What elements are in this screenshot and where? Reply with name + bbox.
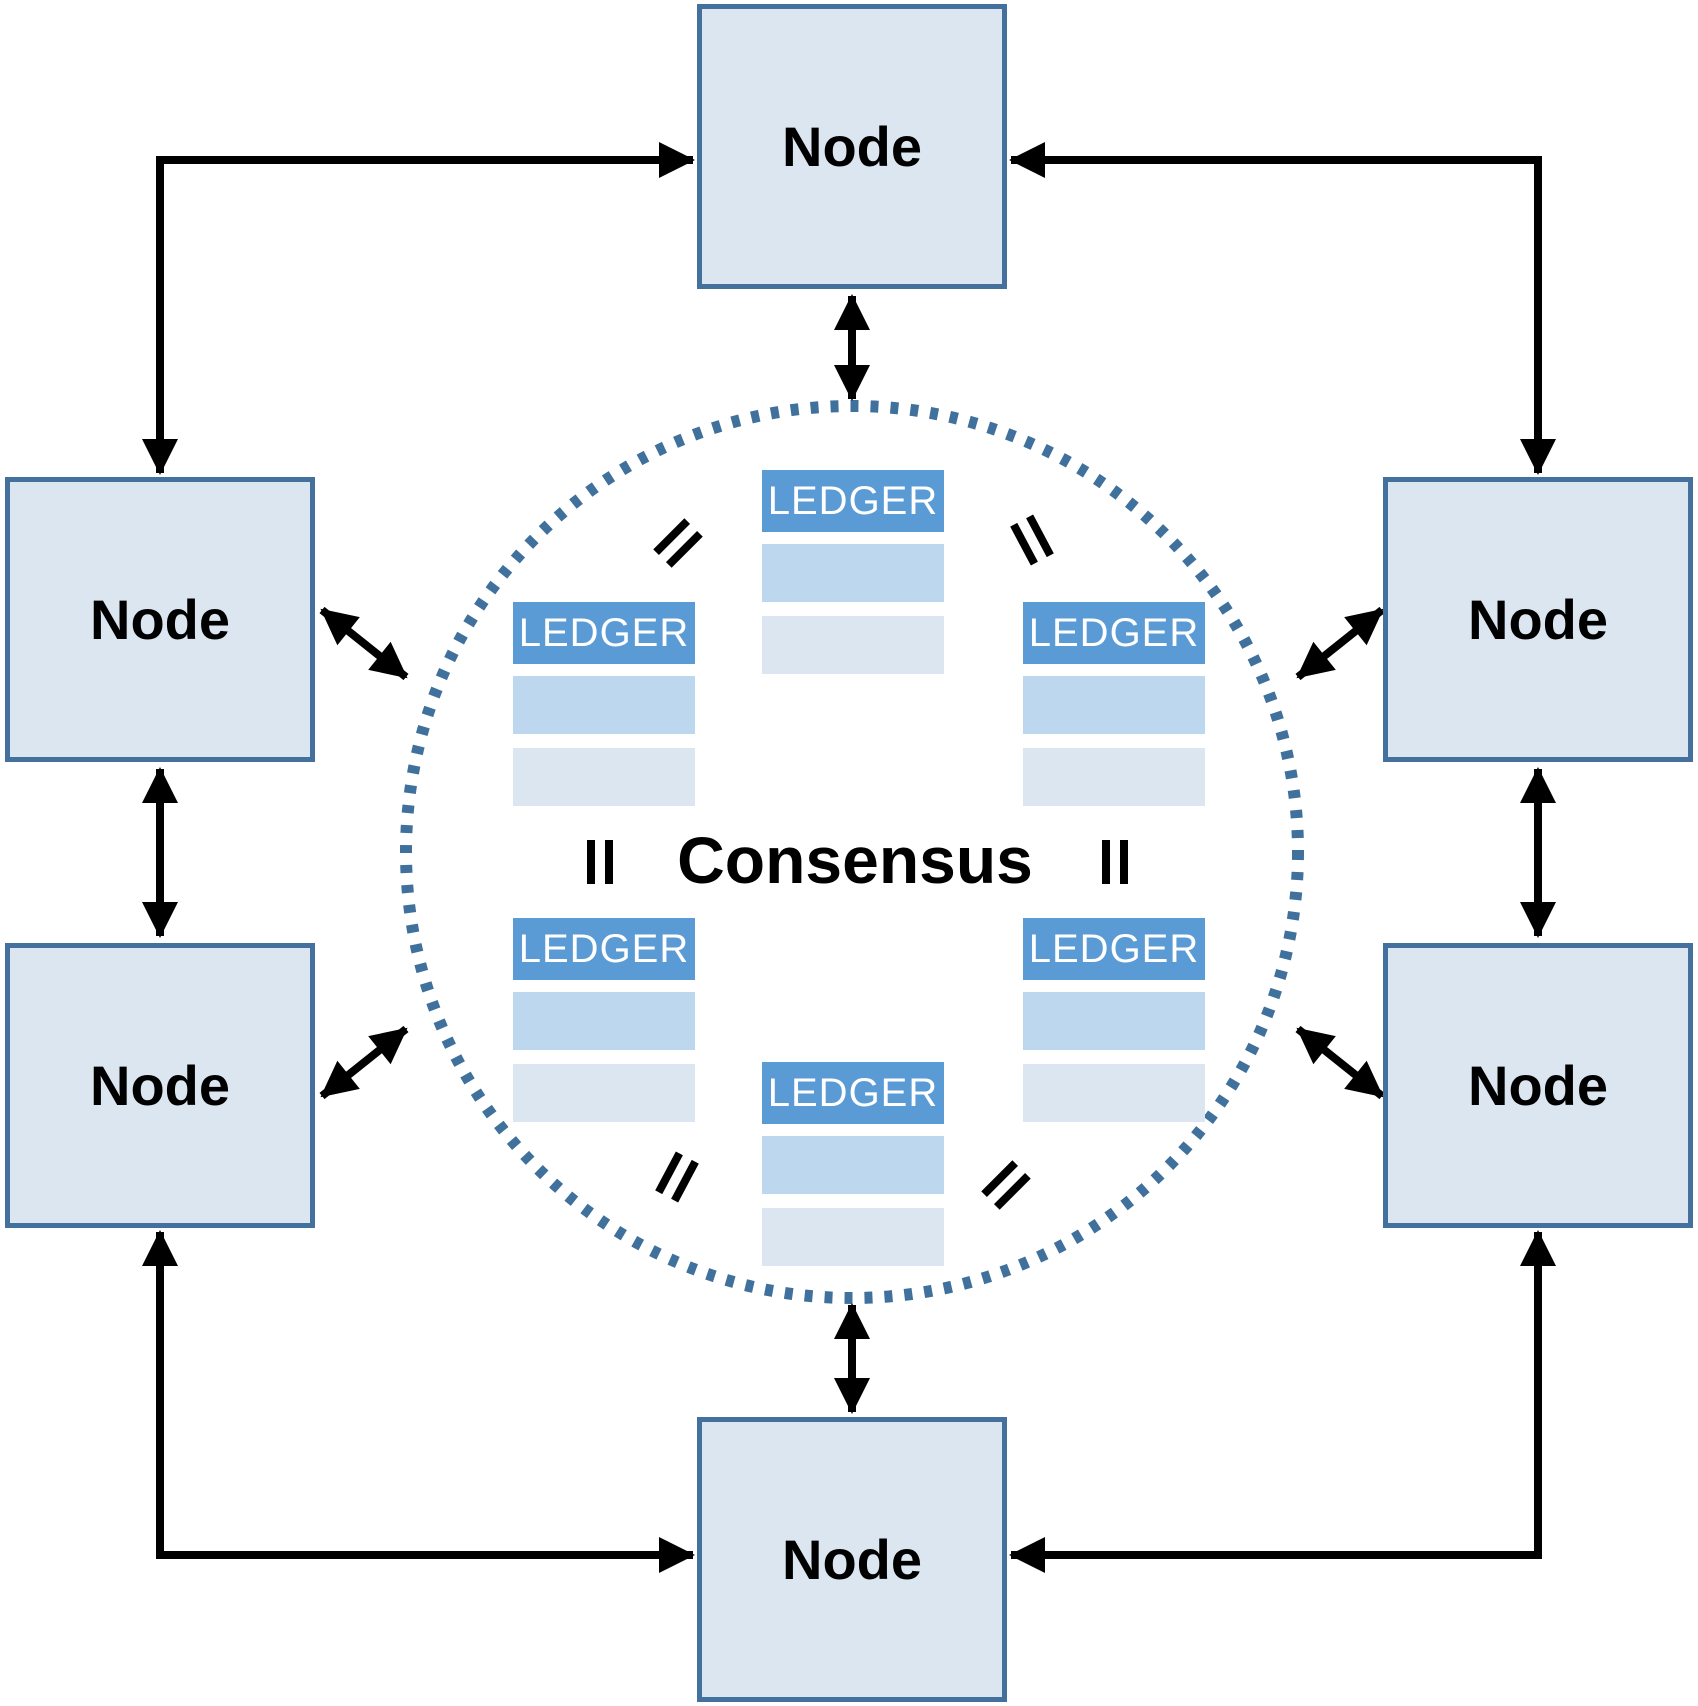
- node-label: Node: [1468, 588, 1608, 651]
- arrow-lower-left-node-circle: [319, 1025, 409, 1100]
- ledger-table-upper-right: LEDGER: [1023, 602, 1205, 806]
- equals-bar: [605, 840, 613, 884]
- arrow-elbow-bottom-right: [1009, 1230, 1556, 1573]
- node-box-top: Node: [697, 4, 1007, 289]
- arrow-elbow-top-left: [142, 142, 695, 475]
- ledger-row: [513, 1064, 695, 1122]
- equals-icon: [1102, 840, 1128, 884]
- ledger-row: [762, 616, 944, 674]
- arrow-elbow-top-right: [1009, 142, 1556, 475]
- consensus-label: Consensus: [677, 823, 1033, 897]
- equals-bar: [1102, 840, 1110, 884]
- ledger-table-lower-right: LEDGER: [1023, 918, 1205, 1122]
- node-box-upper-right: Node: [1383, 477, 1693, 762]
- arrow-elbow-bottom-left: [142, 1230, 695, 1573]
- ledger-row: [513, 676, 695, 734]
- ledger-row: [513, 992, 695, 1050]
- node-box-upper-left: Node: [5, 477, 315, 762]
- node-label: Node: [90, 1054, 230, 1117]
- ledger-table-upper-left: LEDGER: [513, 602, 695, 806]
- node-label: Node: [90, 588, 230, 651]
- ledger-row: [762, 1136, 944, 1194]
- ledger-row: [1023, 676, 1205, 734]
- arrow-upper-left-node-circle: [319, 606, 409, 681]
- ledger-row: [1023, 748, 1205, 806]
- node-box-lower-left: Node: [5, 943, 315, 1228]
- ledger-header: LEDGER: [762, 470, 944, 532]
- ledger-header: LEDGER: [1023, 918, 1205, 980]
- ledger-row: [1023, 992, 1205, 1050]
- ledger-header: LEDGER: [513, 602, 695, 664]
- node-label: Node: [782, 1528, 922, 1591]
- arrow-upper-right-node-circle: [1295, 606, 1385, 681]
- ledger-row: [1023, 1064, 1205, 1122]
- ledger-row: [513, 748, 695, 806]
- ledger-header: LEDGER: [1023, 602, 1205, 664]
- ledger-header: LEDGER: [513, 918, 695, 980]
- equals-icon: [587, 840, 613, 884]
- ledger-table-top-center: LEDGER: [762, 470, 944, 674]
- ledger-table-bottom-center: LEDGER: [762, 1062, 944, 1266]
- consensus-circle: [400, 400, 1304, 1304]
- node-box-bottom: Node: [697, 1417, 1007, 1702]
- node-box-lower-right: Node: [1383, 943, 1693, 1228]
- node-label: Node: [1468, 1054, 1608, 1117]
- ledger-header: LEDGER: [762, 1062, 944, 1124]
- ledger-row: [762, 544, 944, 602]
- ledger-row: [762, 1208, 944, 1266]
- node-label: Node: [782, 115, 922, 178]
- equals-bar: [587, 840, 595, 884]
- equals-bar: [1120, 840, 1128, 884]
- arrow-lower-right-node-circle: [1295, 1025, 1385, 1100]
- ledger-table-lower-left: LEDGER: [513, 918, 695, 1122]
